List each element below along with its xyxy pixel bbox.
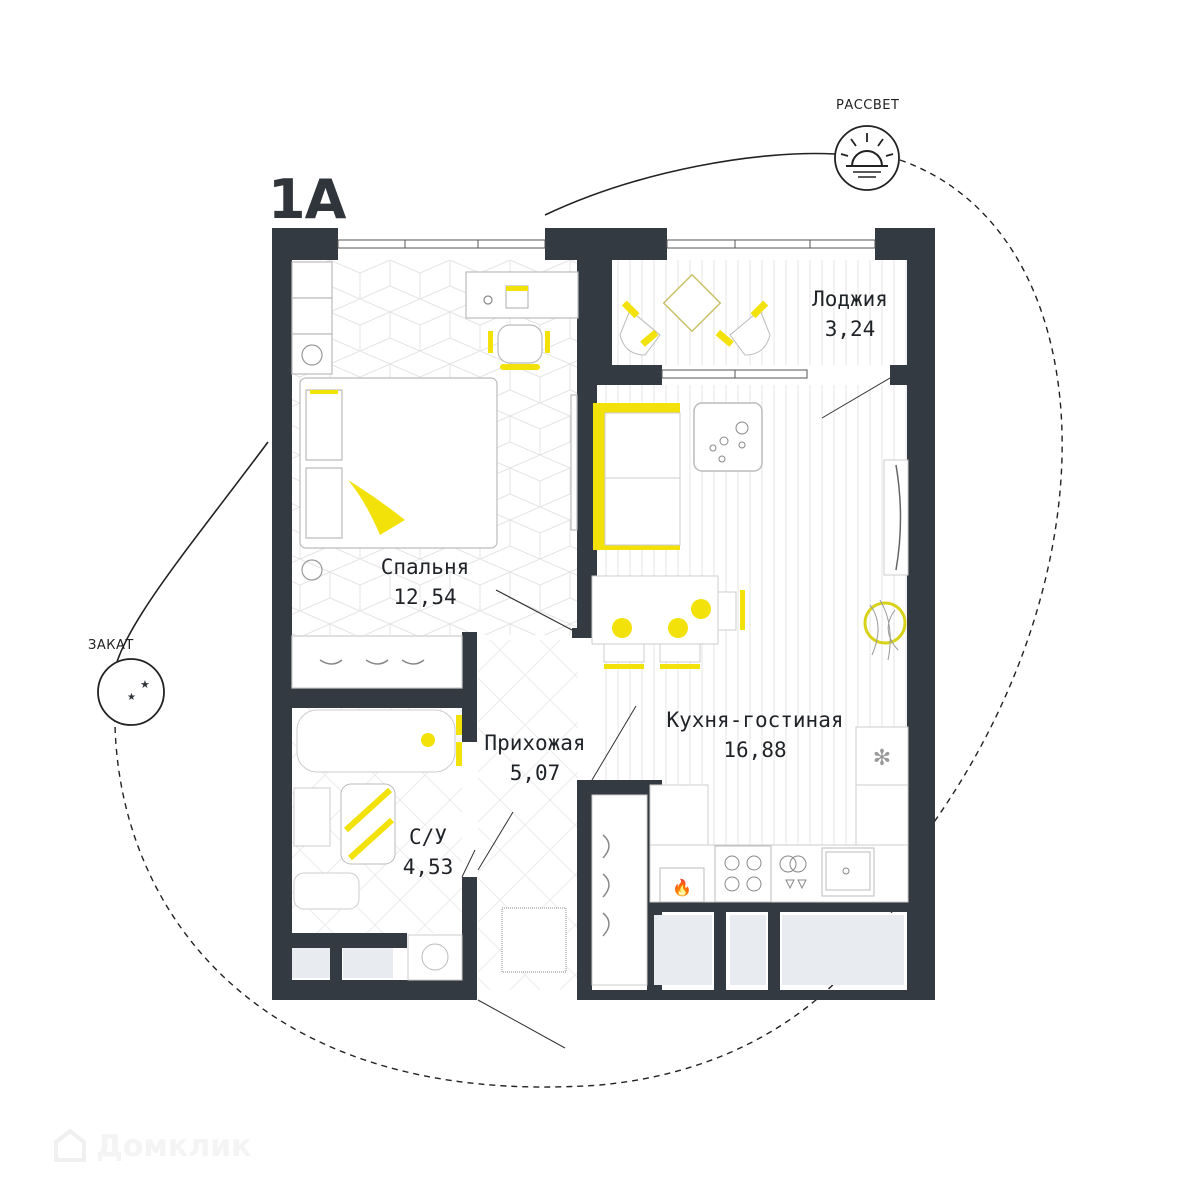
room-area: 5,07: [509, 761, 561, 785]
hallway-furniture: [319, 659, 648, 1049]
windows: [337, 239, 876, 379]
sunrise-icon: [834, 125, 900, 191]
bedroom-furniture: [291, 261, 579, 689]
room-name: С/У: [409, 825, 447, 849]
sunrise-label: РАССВЕТ: [836, 98, 900, 113]
room-area: 3,24: [824, 317, 876, 341]
watermark-text: Домклик: [96, 1128, 252, 1164]
svg-text:★: ★: [140, 678, 150, 691]
room-area: 4,53: [402, 855, 454, 879]
walls: [272, 228, 935, 1000]
loggia-furniture: [619, 273, 771, 356]
room-area: 12,54: [393, 585, 457, 609]
room-kitchen-living: Кухня-гостиная 16,88: [640, 705, 870, 765]
watermark: Домклик: [52, 1128, 252, 1164]
room-loggia: Лоджия 3,24: [790, 284, 910, 344]
room-area: 16,88: [723, 738, 787, 762]
svg-text:★: ★: [127, 692, 136, 703]
storage-blocks: [292, 915, 904, 985]
svg-text:🔥: 🔥: [672, 878, 692, 897]
house-logo-icon: [54, 1128, 86, 1162]
room-name: Лоджия: [812, 287, 888, 311]
svg-text:✻: ✻: [873, 746, 891, 771]
room-bedroom: Спальня 12,54: [350, 552, 500, 612]
kitchen-living-furniture: ✻ 🔥: [591, 377, 909, 903]
room-name: Спальня: [380, 555, 470, 579]
bathroom-fixtures: [293, 709, 476, 981]
room-bathroom: С/У 4,53: [388, 822, 468, 882]
apartment-type-title: 1A: [268, 168, 346, 231]
room-name: Прихожая: [484, 731, 586, 755]
room-hallway: Прихожая 5,07: [470, 728, 600, 788]
sunset-label: ЗАКАТ: [88, 638, 134, 653]
room-name: Кухня-гостиная: [666, 708, 844, 732]
moon-icon: ★ ★: [97, 658, 165, 726]
